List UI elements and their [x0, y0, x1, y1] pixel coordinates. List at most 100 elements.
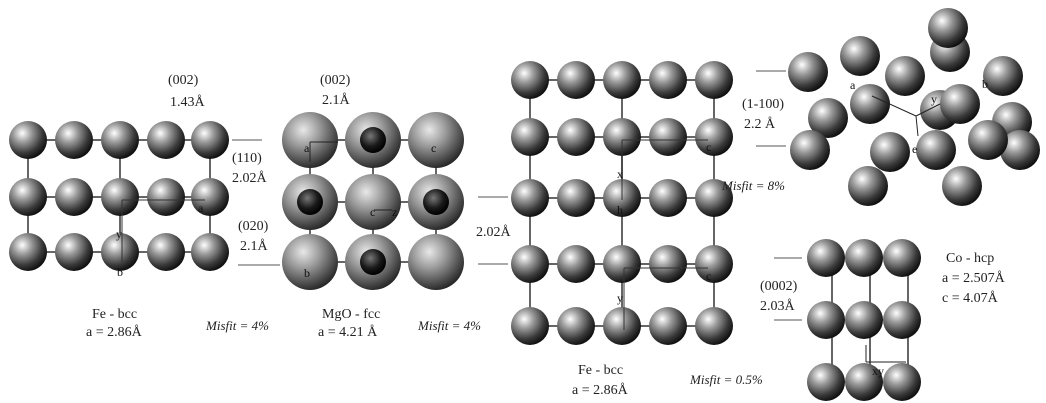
atom [557, 307, 595, 345]
atom [848, 166, 888, 206]
spacing-plane-110: (110) [232, 151, 262, 166]
axis-letter-a: a [198, 201, 204, 215]
misfit-3: Misfit = 8% [721, 178, 785, 193]
fe-right-atoms [511, 61, 733, 345]
axis-letter-c2: c [370, 205, 375, 219]
atom-o [408, 234, 464, 290]
atom [557, 61, 595, 99]
atom [942, 166, 982, 206]
mgo-title: MgO - fcc [322, 307, 380, 322]
atom [191, 233, 229, 271]
atom [883, 239, 921, 277]
axis-letter-y: y [617, 291, 623, 305]
fe-right-title: Fe - bcc [578, 363, 623, 378]
spacing-value-143: 1.43Å [170, 94, 206, 110]
atom [191, 178, 229, 216]
atom [557, 118, 595, 156]
fe-right-param: a = 2.86Å [572, 382, 629, 398]
axis-letter-z: z [392, 205, 397, 219]
atom [845, 363, 883, 401]
atom [101, 178, 139, 216]
fe-left-param: a = 2.86Å [86, 324, 143, 340]
atom [603, 307, 641, 345]
mgo-axes [309, 141, 392, 211]
atom [968, 120, 1008, 160]
co-title: Co - hcp [946, 251, 994, 266]
fe-left-axes [121, 199, 205, 262]
atom [845, 301, 883, 339]
atom-mg [297, 189, 323, 215]
atom [603, 61, 641, 99]
spacing-value-22: 2.2 Å [744, 116, 776, 132]
atom [55, 121, 93, 159]
atom [695, 61, 733, 99]
atom [916, 130, 956, 170]
atom [557, 179, 595, 217]
axis-letter-c: c [706, 140, 711, 154]
spacing-plane-002-a: (002) [168, 73, 199, 88]
atom-o [282, 112, 338, 168]
atom [695, 118, 733, 156]
atom [790, 130, 830, 170]
atom [191, 121, 229, 159]
spacing-plane-020: (020) [238, 219, 269, 234]
atom-mg [360, 249, 386, 275]
spacing-plane-002-b: (002) [320, 73, 351, 88]
atom [649, 307, 687, 345]
spacing-value-202b: 2.02Å [476, 224, 512, 240]
atom [511, 61, 549, 99]
atom-o [408, 112, 464, 168]
atom [147, 233, 185, 271]
atom [845, 239, 883, 277]
fe-right-axes [621, 139, 708, 330]
atom [649, 245, 687, 283]
atom [695, 179, 733, 217]
atom [511, 118, 549, 156]
atom [1000, 130, 1040, 170]
atom [603, 245, 641, 283]
spacing-value-21a: 2.1Å [322, 92, 351, 108]
axis-letter-c: c [431, 141, 436, 155]
co-top-axes [871, 95, 941, 137]
axis-letter-b: b [304, 266, 310, 280]
atom [883, 301, 921, 339]
axis-letter-b: b [982, 77, 988, 91]
atom [883, 363, 921, 401]
atom [649, 118, 687, 156]
axis-letter-a: a [304, 141, 310, 155]
spacing-value-202a: 2.02Å [232, 170, 268, 186]
axis-letter-a: a [850, 78, 856, 92]
atom [557, 245, 595, 283]
co-side-axes [865, 345, 906, 363]
mgo-param: a = 4.21 Å [318, 324, 378, 340]
fe-bcc-left-lattice: a b y [9, 121, 229, 279]
fe-left-title: Fe - bcc [92, 307, 137, 322]
atom [870, 132, 910, 172]
atom [885, 56, 925, 96]
atom [807, 363, 845, 401]
misfit-2: Misfit = 4% [417, 318, 481, 333]
co-hcp-side-lattice: xy [807, 239, 921, 401]
atom [511, 307, 549, 345]
atom [649, 179, 687, 217]
atom [147, 178, 185, 216]
axis-letter-h: h [617, 203, 623, 217]
co-top-atoms [788, 8, 1040, 206]
atom [695, 245, 733, 283]
co-param-c: c = 4.07Å [942, 290, 999, 306]
atom-mg [423, 189, 449, 215]
atom [940, 84, 980, 124]
atom [511, 179, 549, 217]
atom [147, 121, 185, 159]
atom [840, 36, 880, 76]
spacing-value-203: 2.03Å [760, 298, 796, 314]
atom [983, 56, 1023, 96]
atom [55, 233, 93, 271]
atom [9, 178, 47, 216]
atom [603, 118, 641, 156]
atom-o [282, 234, 338, 290]
axis-letter-e: e [912, 142, 917, 156]
atom [808, 98, 848, 138]
atom [928, 8, 968, 48]
atom-mg [360, 127, 386, 153]
